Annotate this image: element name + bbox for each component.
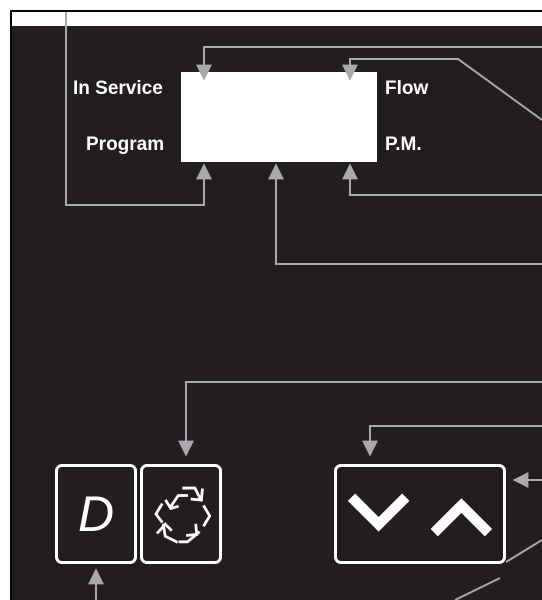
leader-pm	[342, 163, 542, 196]
leader-in-service	[65, 12, 212, 206]
in-service-label: In Service	[73, 78, 163, 99]
program-label: Program	[86, 134, 165, 155]
flow-label: Flow	[385, 78, 429, 99]
leader-lower-diagonal-1	[505, 539, 542, 563]
pm-label: P.M.	[385, 134, 422, 155]
regeneration-cycle-icon	[154, 486, 212, 544]
leader-flow	[342, 58, 542, 121]
chevron-up-icon[interactable]	[430, 498, 493, 537]
chevron-down-icon[interactable]	[347, 493, 410, 532]
regeneration-button[interactable]	[140, 464, 222, 564]
leader-lower-diagonal-2	[454, 577, 501, 600]
leader-regeneration	[178, 381, 542, 457]
diagnostic-button[interactable]: D	[55, 464, 137, 564]
leader-display-center	[268, 163, 542, 265]
leader-display-top-left	[196, 46, 542, 81]
arrow-buttons	[334, 464, 506, 564]
lcd-display	[181, 72, 377, 162]
d-button-label: D	[77, 486, 115, 542]
leader-down-arrow	[362, 425, 542, 457]
